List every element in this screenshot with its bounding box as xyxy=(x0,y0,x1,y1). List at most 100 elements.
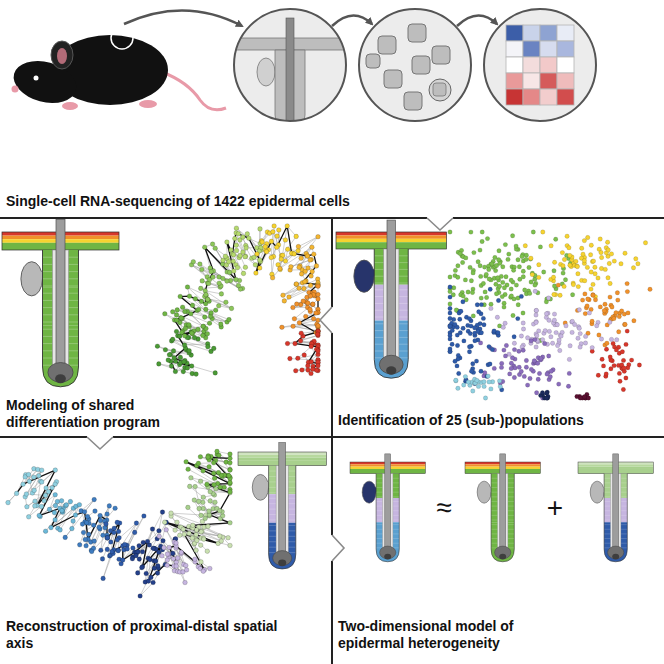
expression-heatmap xyxy=(557,89,574,105)
lineage-tree xyxy=(121,523,136,564)
tsne-scatter xyxy=(448,347,452,351)
tsne-scatter xyxy=(502,286,506,290)
lineage-tree xyxy=(316,297,321,302)
lineage-tree xyxy=(166,530,181,554)
lineage-tree xyxy=(243,254,248,259)
tsne-scatter xyxy=(503,354,507,358)
lineage-tree xyxy=(269,239,274,244)
lineage-tree xyxy=(58,502,71,529)
lineage-tree xyxy=(282,299,287,304)
lineage-tree xyxy=(107,504,112,509)
tsne-scatter xyxy=(524,253,528,257)
tsne-scatter xyxy=(459,309,463,313)
lineage-tree xyxy=(174,329,179,334)
tsne-scatter xyxy=(472,250,476,254)
tsne-scatter xyxy=(497,249,501,253)
tsne-scatter xyxy=(448,302,452,306)
lineage-tree xyxy=(181,552,200,568)
tsne-scatter xyxy=(612,316,616,320)
tsne-scatter xyxy=(448,230,452,234)
lineage-tree xyxy=(316,284,321,289)
lineage-tree xyxy=(306,301,311,306)
lineage-tree xyxy=(316,234,321,239)
tsne-scatter xyxy=(509,278,513,282)
lineage-tree xyxy=(93,509,98,514)
lineage-tree xyxy=(140,583,153,597)
tsne-scatter xyxy=(562,257,566,261)
tsne-scatter xyxy=(456,264,460,268)
tsne-scatter xyxy=(461,326,465,330)
lineage-tree xyxy=(17,454,230,581)
tsne-scatter xyxy=(531,230,535,234)
tsne-scatter xyxy=(478,264,482,268)
lineage-tree xyxy=(209,310,214,315)
lineage-tree xyxy=(181,369,186,374)
lineage-tree xyxy=(140,550,145,555)
lineage-tree xyxy=(179,316,184,321)
tsne-scatter xyxy=(555,323,559,327)
lineage-tree xyxy=(207,321,212,326)
lineage-tree xyxy=(49,525,54,530)
lineage-tree xyxy=(278,237,318,265)
tsne-scatter xyxy=(634,257,638,261)
lineage-tree xyxy=(157,362,162,367)
lineage-tree xyxy=(183,326,188,331)
lineage-tree xyxy=(183,309,188,314)
tsne-scatter xyxy=(559,334,563,338)
hair-follicle xyxy=(48,363,73,383)
lineage-tree xyxy=(53,468,58,473)
lineage-tree xyxy=(116,529,121,534)
tsne-scatter xyxy=(615,338,619,342)
tsne-scatter xyxy=(463,374,467,378)
lineage-tree xyxy=(165,552,170,557)
lineage-tree xyxy=(98,518,103,523)
tsne-scatter xyxy=(545,372,549,376)
lineage-tree xyxy=(175,520,180,525)
lineage-tree xyxy=(181,527,186,532)
lineage-tree xyxy=(241,235,246,240)
tsne-scatter xyxy=(622,366,626,370)
lineage-tree xyxy=(174,564,179,569)
tsne-scatter xyxy=(485,236,489,240)
tsne-scatter xyxy=(597,333,601,337)
lineage-tree xyxy=(101,576,106,581)
lineage-tree xyxy=(198,543,203,548)
lineage-tree xyxy=(205,297,232,309)
lineage-tree xyxy=(224,300,229,305)
lineage-tree xyxy=(204,307,209,312)
tsne-scatter xyxy=(478,248,482,252)
tsne-scatter xyxy=(545,391,549,395)
tsne-scatter xyxy=(603,267,607,271)
lineage-tree xyxy=(175,556,180,561)
tsne-scatter xyxy=(625,289,629,293)
tsne-scatter xyxy=(589,243,593,247)
lineage-tree xyxy=(71,519,76,524)
lineage-tree xyxy=(100,557,105,562)
tsne-scatter xyxy=(617,330,621,334)
lineage-tree xyxy=(150,527,155,532)
tsne-scatter xyxy=(501,325,505,329)
lineage-tree xyxy=(166,358,171,363)
tsne-scatter xyxy=(583,341,587,345)
lineage-tree xyxy=(34,470,55,490)
lineage-tree xyxy=(109,540,114,545)
tsne-scatter xyxy=(591,282,595,286)
lineage-tree xyxy=(205,549,210,554)
lineage-tree xyxy=(226,259,231,264)
tsne-scatter xyxy=(450,328,454,332)
lineage-tree xyxy=(196,307,201,312)
tsne-scatter xyxy=(529,256,533,260)
tsne-scatter xyxy=(598,305,602,309)
tsne-scatter xyxy=(448,275,452,279)
lineage-tree xyxy=(167,353,172,358)
lineage-tree xyxy=(37,513,42,518)
tsne-scatter xyxy=(521,275,525,279)
tsne-scatter xyxy=(565,234,569,238)
expression-heatmap xyxy=(484,9,596,121)
tsne-scatter xyxy=(469,279,473,283)
tsne-scatter xyxy=(568,344,572,348)
lineage-tree xyxy=(219,292,224,297)
tsne-scatter xyxy=(487,267,491,271)
lineage-tree xyxy=(170,310,175,315)
lineage-tree xyxy=(310,367,315,372)
